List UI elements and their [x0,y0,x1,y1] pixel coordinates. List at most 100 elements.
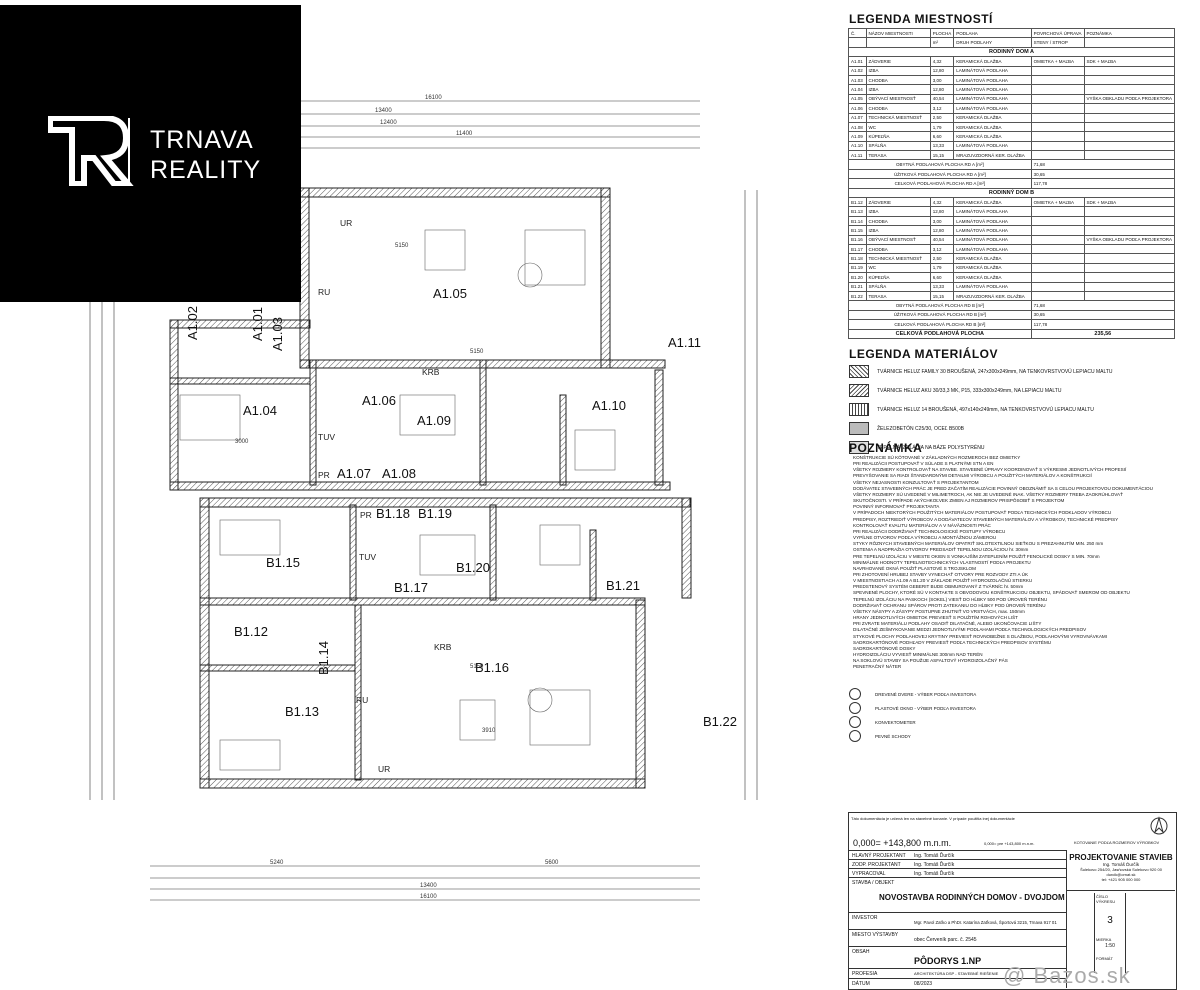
dim-5150-a: 5150 [395,243,409,249]
room-floor: LAMINÁTOVÁ PODLAHA [953,93,1032,105]
room-floor: LAMINÁTOVÁ PODLAHA [953,84,1032,95]
label-ru-a: RU [318,287,330,297]
room-area: 40,54 [929,93,955,105]
room-floor: MRAZUVZDORNÁ KER. DLAŽBA [953,150,1032,161]
note-line: PRE TEPELNÚ IZOLÁCIU V MIESTE OKIEN S VO… [853,553,1100,559]
th-note: POZNÁMKA [1083,27,1176,39]
note-line: NA SOKLOVÚ STAVBY SA POUŽIJE ASFALTOVÝ H… [853,658,1008,664]
sum-a-utility-label: ÚŽITKOVÁ PODLAHOVÁ PLOCHA RD A [m²] [848,168,1032,180]
room-no: B1.21 [848,281,867,292]
note-line: V PRÍPADOCH NIEKTORÝCH POUŽITÝCH MATERIÁ… [853,510,1112,516]
room-area: 40,54 [929,234,955,246]
room-floor: LAMINÁTOVÁ PODLAHA [953,225,1032,236]
room-area: 12,80 [929,225,955,236]
watermark-text: @ Bazos.sk [1003,963,1131,988]
room-floor: LAMINÁTOVÁ PODLAHA [953,140,1032,152]
room-name: OBÝVACÍ MIESTNOSŤ [865,93,931,105]
material-row: TVÁRNICE HELUZ 14 BROUŠENÁ, 497x140x249m… [849,400,1179,419]
th-ceiling: STROP [1052,40,1068,46]
room-name: CHODBA [865,215,931,227]
note-line: SADROKARTÓNOVÉ PODHĽADY PREVIESŤ PODĽA T… [853,639,1052,645]
format-label: FORMÁT [1096,956,1113,961]
note-line: SPEVNENÉ PLOCHY, KTORÉ SÚ V KONTAKTE S O… [853,590,1130,596]
room-a105: A1.05 [433,286,467,301]
note-line: VŠETKY NÁSYPY A ZÁSYPY POSTUPNE ZHUTNIŤ … [853,608,1025,614]
sum-a-total: 117,78 [1030,178,1176,189]
room-area: 3,12 [929,243,955,255]
room-floor: LAMINÁTOVÁ PODLAHA [953,281,1032,292]
scale-label: MIERKA [1096,937,1112,942]
room-floor: LAMINÁTOVÁ PODLAHA [953,206,1032,217]
room-a102: A1.02 [185,306,200,340]
scale-value: 1:50 [1105,943,1115,949]
symbol-convector: KONVEKTOMETER [849,715,976,729]
room-name: TERASA [865,290,931,302]
room-no: A1.07 [848,112,867,123]
room-area: 6,60 [929,272,955,283]
note-line: PREVYŠOVANIE SA RIADI ŠTANDARDNÝMI DETAI… [853,473,1092,479]
room-no: A1.03 [848,74,867,86]
note-line: HYDROIZOLÁCIU VYVIESŤ MINIMÁLNE 300mm NA… [853,652,983,657]
tile-note: VYŠKA OBKLADU PODĽA PROJEKTORA [1083,234,1176,246]
notes-title: POZNÁMKA [849,441,923,455]
dim-top-3: 12400 [380,120,397,126]
room-area: 4,32 [929,197,955,208]
room-name: KÚPEĽŇA [865,131,931,142]
room-b119: B1.19 [418,506,452,521]
room-no: A1.05 [848,93,867,105]
room-floor: KERAMICKÁ DLAŽBA [953,131,1032,142]
material-swatch [849,384,869,397]
note-line: V MIESTNOSTIACH A1.09 A B1.20 V ZÁKLADE … [853,578,1033,584]
level-reference: 0,000= +143,800 m.n.m. [853,838,952,848]
room-floor: KERAMICKÁ DLAŽBA [953,112,1032,123]
room-b117: B1.17 [394,580,428,595]
room-b115: B1.15 [266,555,300,570]
logo-text-trnava: TRNAVA [150,126,254,154]
room-name: TECHNICKÁ MIESTNOSŤ [865,253,931,264]
room-area: 13,33 [929,140,955,152]
section-house-a: RODINNÝ DOM A [848,46,1175,58]
room-no: B1.18 [848,253,867,264]
dim-top-overall: 16100 [425,95,442,101]
room-no: A1.08 [848,121,867,133]
logo-separator [128,118,130,184]
sum-b-total: 117,78 [1030,319,1176,330]
note-line: VŠETKY ROZMERY KONTROLOVAŤ NA STAVBE. ST… [853,467,1127,473]
room-area: 3,00 [929,215,955,227]
room-a101: A1.01 [250,307,265,341]
th-m2: m² [929,37,955,48]
room-a111: A1.11 [668,335,701,350]
room-name: CHODBA [865,243,931,255]
label-krb-b: KRB [434,642,452,652]
label-ur-b: UR [378,764,390,774]
room-area: 3,00 [929,74,955,86]
sum-a-total-label: CELKOVÁ PODLAHOVÁ PLOCHA RD A [m²] [848,178,1032,189]
section-house-b: RODINNÝ DOM B [848,187,1175,199]
room-name: ZÁDVERIE [865,197,931,208]
room-no: A1.06 [848,103,867,114]
room-area: 12,80 [929,206,955,217]
room-floor: LAMINÁTOVÁ PODLAHA [953,65,1032,76]
drawing-number-block: ČÍSLO VÝKRESU 3 MIERKA 1:50 FORMÁT [1094,893,1126,973]
level-note: 0,000= pre +143,800 m.n.m. [984,841,1035,846]
room-no: B1.15 [848,225,867,236]
th-walls: STENY [1033,40,1049,46]
room-area: 12,80 [929,84,955,95]
walls [169,187,692,789]
total-area: 235,56 [1030,328,1176,339]
note-line: SKUTOČNOSTI. V PRÍPADE AKÝCHKOĽVEK ZMIEN… [853,498,1065,504]
room-a103: A1.03 [270,317,285,351]
dim-5150-b: 5150 [470,664,484,670]
room-area: 2,50 [929,253,955,264]
sum-a-living-label: OBYTNÁ PODLAHOVÁ PLOCHA RD A [m²] [848,159,1032,170]
company-logo [0,5,301,302]
room-no: B1.19 [848,262,867,274]
room-floor: MRAZUVZDORNÁ KER. DLAŽBA [953,290,1032,302]
room-name: IZBA [865,65,931,76]
room-no: B1.12 [848,197,867,208]
room-b118: B1.18 [376,506,410,521]
